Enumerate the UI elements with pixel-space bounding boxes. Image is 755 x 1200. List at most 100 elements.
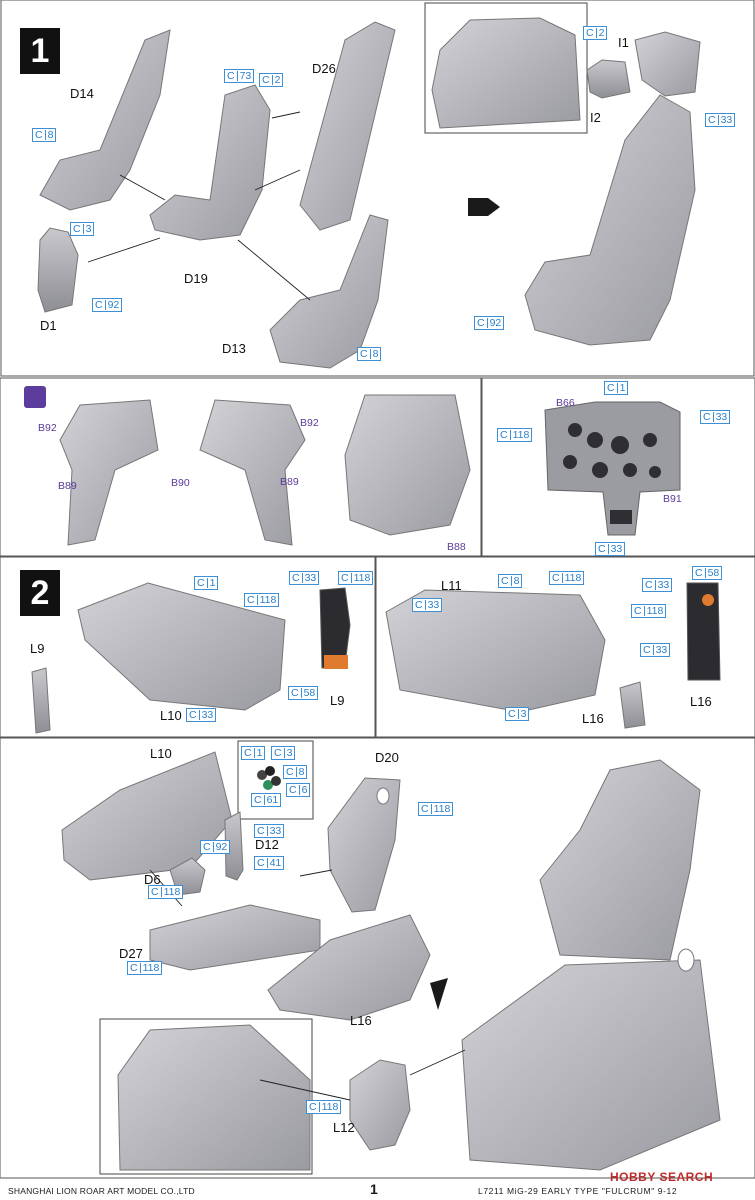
- code-letter: C: [508, 708, 516, 720]
- code-letter: C: [309, 1101, 317, 1113]
- code-divider: [253, 748, 255, 759]
- label-l10: L10: [160, 708, 182, 723]
- part-d13: [269, 214, 389, 369]
- code-letter: C: [695, 567, 703, 579]
- section-step1-frame: [0, 0, 755, 377]
- code-letter: C: [292, 572, 300, 584]
- code-number: 33: [269, 825, 282, 837]
- code-divider: [654, 580, 656, 591]
- code-divider: [517, 709, 519, 720]
- code-letter: C: [500, 429, 508, 441]
- code-letter: C: [203, 841, 211, 853]
- step-number-1: 1: [20, 28, 60, 74]
- code-number: 92: [215, 841, 228, 853]
- label-l16-small: L16: [582, 711, 604, 726]
- part-seat-assembled: [524, 94, 696, 346]
- code-letter: C: [341, 572, 349, 584]
- code-number: 92: [107, 299, 120, 311]
- decal-b91: B91: [663, 493, 682, 505]
- color-code-c33: C 33: [595, 542, 626, 556]
- code-letter: C: [415, 599, 423, 611]
- code-letter: C: [634, 605, 642, 617]
- code-letter: C: [598, 543, 606, 555]
- label-d12: D12: [255, 837, 279, 852]
- part-d14: [39, 29, 171, 211]
- code-letter: C: [421, 803, 429, 815]
- code-letter: C: [262, 74, 270, 86]
- step-number-2: 2: [20, 570, 60, 616]
- code-divider: [561, 573, 563, 584]
- code-number: 61: [266, 794, 279, 806]
- code-number: 33: [655, 644, 668, 656]
- code-divider: [318, 1102, 320, 1113]
- label-l12: L12: [333, 1120, 355, 1135]
- code-number: 73: [239, 70, 252, 82]
- section-assembly-frame: [0, 737, 755, 1179]
- part-l12: [349, 1059, 411, 1151]
- code-divider: [300, 688, 302, 699]
- part-headrest-detail: [431, 17, 581, 129]
- code-divider: [139, 963, 141, 974]
- label-l9-left: L9: [30, 641, 45, 656]
- code-letter: C: [73, 223, 81, 235]
- code-divider: [283, 748, 285, 759]
- code-number: 1: [209, 577, 216, 589]
- part-i2: [586, 59, 631, 99]
- cockpit-hole: [677, 948, 695, 972]
- color-key-frame: [237, 740, 314, 820]
- code-letter: C: [227, 70, 235, 82]
- code-letter: C: [151, 886, 159, 898]
- part-l9-decal: [319, 587, 351, 669]
- part-l10-assembly: [61, 751, 233, 881]
- color-code-c118: C 118: [418, 802, 454, 816]
- code-number: 33: [201, 709, 214, 721]
- code-divider: [256, 595, 258, 606]
- decal-b90: B90: [171, 477, 190, 489]
- code-divider: [44, 130, 46, 141]
- code-number: 8: [372, 348, 379, 360]
- label-l16-decal: L16: [690, 694, 712, 709]
- code-letter: C: [247, 594, 255, 606]
- code-number: 118: [646, 605, 664, 617]
- decal-b92-left: B92: [38, 422, 57, 434]
- code-number: 33: [610, 543, 623, 555]
- code-number: 118: [433, 803, 451, 815]
- code-letter: C: [130, 962, 138, 974]
- code-number: 41: [269, 857, 282, 869]
- code-letter: C: [708, 114, 716, 126]
- code-number: 118: [353, 572, 371, 584]
- decal-b88: B88: [447, 541, 466, 553]
- code-divider: [263, 795, 265, 806]
- code-letter: C: [586, 27, 594, 39]
- watermark-logo: HOBBY SEARCH: [610, 1170, 714, 1184]
- code-number: 8: [513, 575, 520, 587]
- code-divider: [486, 318, 488, 329]
- code-number: 3: [520, 708, 527, 720]
- footer-product: L7211 MiG-29 EARLY TYPE "FULCRUM" 9-12: [478, 1186, 678, 1196]
- part-seat-in-cockpit: [539, 759, 701, 961]
- code-number: 8: [47, 129, 54, 141]
- code-letter: C: [244, 747, 252, 759]
- code-divider: [643, 606, 645, 617]
- code-number: 8: [298, 766, 305, 778]
- code-letter: C: [645, 579, 653, 591]
